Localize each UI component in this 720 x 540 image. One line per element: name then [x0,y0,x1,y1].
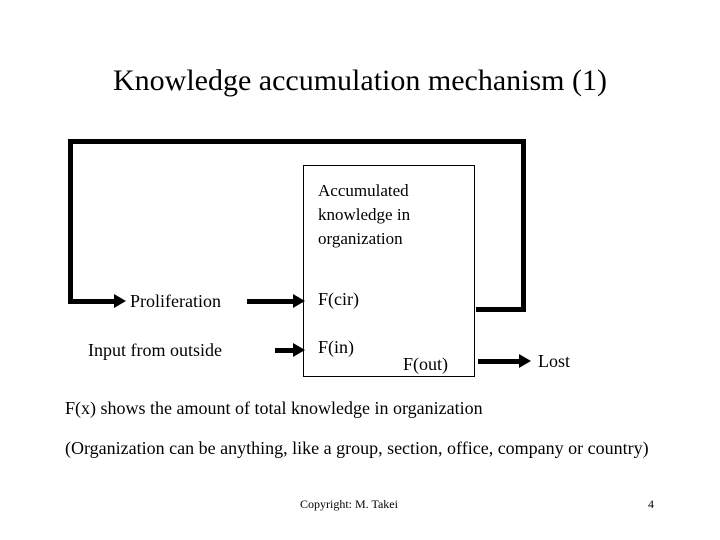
footer-copyright: Copyright: M. Takei [300,497,398,511]
label-proliferation: Proliferation [130,291,221,311]
proliferation-arrow-head-icon [293,294,305,308]
accumulated-knowledge-box: Accumulated knowledge in organization F(… [303,165,475,377]
input-arrow-head-icon [293,343,305,357]
feedback-arrow-shaft [68,299,116,304]
footer-page-number: 4 [648,497,654,511]
feedback-loop-left-segment [68,139,73,304]
feedback-loop-top-segment [68,139,526,144]
feedback-loop-bottom-segment [476,307,526,312]
label-lost: Lost [538,351,571,371]
label-f-cir: F(cir) [318,289,359,309]
input-arrow-shaft [275,348,296,353]
proliferation-arrow-shaft [247,299,295,304]
note-line-2: (Organization can be anything, like a gr… [65,438,649,458]
label-input-from-outside: Input from outside [88,340,222,360]
knowledge-box-heading: Accumulated knowledge in organization [318,181,411,248]
page-title: Knowledge accumulation mechanism (1) [112,64,607,97]
lost-arrow-shaft [478,359,522,364]
feedback-loop-right-segment [521,139,526,312]
label-f-out: F(out) [403,354,448,374]
label-f-in: F(in) [318,337,354,357]
lost-arrow-head-icon [519,354,531,368]
feedback-arrow-head-icon [114,294,126,308]
note-line-1: F(x) shows the amount of total knowledge… [65,398,483,418]
